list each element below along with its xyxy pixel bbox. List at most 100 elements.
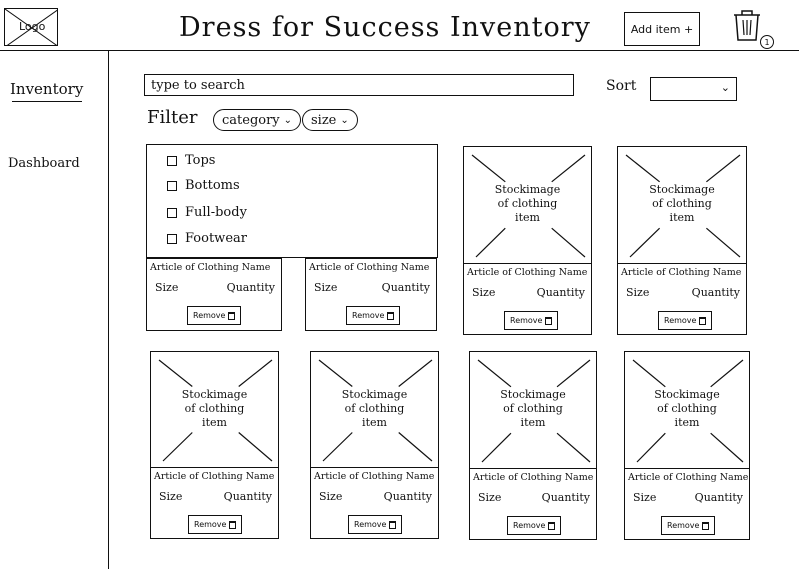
product-quantity: Quantity [541, 491, 590, 504]
remove-button[interactable]: Remove [346, 306, 401, 325]
product-card: Stockimage of clothing item Article of C… [310, 351, 439, 539]
trash-count-badge: 1 [760, 35, 774, 49]
image-caption-line: item [669, 210, 695, 224]
product-card: Stockimage of clothing item Article of C… [624, 351, 750, 540]
filter-category-label: category [222, 112, 280, 128]
product-name: Article of Clothing Name [150, 262, 271, 273]
search-input[interactable] [144, 74, 574, 96]
image-caption-line: Stockimage [649, 182, 715, 196]
option-label: Tops [185, 153, 216, 168]
product-size: Size [626, 286, 650, 299]
trash-icon [548, 521, 556, 530]
category-option-tops[interactable]: Tops [167, 153, 215, 168]
option-label: Footwear [185, 231, 247, 246]
product-info: Article of Clothing Name Size Quantity R… [147, 259, 281, 332]
product-quantity: Quantity [381, 281, 430, 294]
image-caption-line: Stockimage [181, 387, 248, 401]
sidebar-item-dashboard[interactable]: Dashboard [8, 156, 80, 171]
checkbox[interactable] [167, 207, 177, 218]
product-info: Article of Clothing Name Size Quantity R… [618, 263, 746, 337]
trash-icon [229, 520, 237, 529]
remove-label: Remove [667, 521, 700, 530]
category-option-bottoms[interactable]: Bottoms [167, 178, 240, 193]
image-caption-line: item [515, 210, 540, 224]
trash-icon [387, 311, 395, 320]
chevron-down-icon: ⌄ [340, 114, 349, 126]
image-caption-line: Stockimage [494, 182, 561, 196]
sidebar-item-inventory[interactable]: Inventory [10, 80, 84, 98]
checkbox[interactable] [167, 155, 177, 166]
product-size: Size [472, 286, 496, 299]
checkbox[interactable] [167, 233, 177, 244]
sort-label: Sort [606, 78, 637, 94]
remove-button[interactable]: Remove [658, 311, 713, 330]
logo-placeholder-icon [5, 9, 57, 45]
trash-icon [545, 316, 553, 325]
remove-button[interactable]: Remove [188, 515, 243, 534]
image-placeholder-icon [625, 154, 741, 258]
remove-button[interactable]: Remove [187, 306, 242, 325]
category-dropdown: Tops Bottoms Full-body Footwear [146, 144, 438, 258]
product-quantity: Quantity [223, 490, 272, 503]
checkbox[interactable] [167, 180, 177, 191]
filter-label: Filter [147, 107, 198, 128]
remove-button[interactable]: Remove [504, 311, 559, 330]
image-caption-line: of clothing [497, 196, 558, 210]
image-caption-line: item [202, 415, 227, 429]
remove-label: Remove [354, 520, 387, 529]
add-item-button[interactable]: Add item + [624, 12, 700, 46]
remove-button[interactable]: Remove [661, 516, 716, 535]
trash-icon [702, 521, 710, 530]
logo: Logo [4, 8, 58, 46]
category-option-footwear[interactable]: Footwear [167, 231, 247, 246]
product-info: Article of Clothing Name Size Quantity R… [625, 468, 749, 542]
product-size: Size [319, 490, 343, 503]
product-size: Size [478, 491, 502, 504]
product-name: Article of Clothing Name [314, 471, 435, 482]
product-card: Stockimage of clothing item Article of C… [150, 351, 279, 539]
remove-label: Remove [513, 521, 546, 530]
product-info: Article of Clothing Name Size Quantity R… [306, 259, 436, 332]
remove-button[interactable]: Remove [507, 516, 562, 535]
product-card: Stockimage of clothing item Article of C… [617, 146, 747, 335]
trash-icon [699, 316, 707, 325]
image-placeholder-icon [477, 359, 591, 463]
trash-icon [734, 10, 760, 41]
product-quantity: Quantity [691, 286, 740, 299]
remove-label: Remove [352, 311, 385, 320]
remove-label: Remove [510, 316, 543, 325]
option-label: Full-body [185, 205, 247, 220]
product-quantity: Quantity [226, 281, 275, 294]
product-size: Size [314, 281, 338, 294]
product-name: Article of Clothing Name [621, 267, 742, 278]
image-caption-line: of clothing [184, 401, 245, 415]
image-placeholder-icon [318, 359, 433, 462]
image-placeholder-icon [158, 359, 273, 462]
product-info: Article of Clothing Name Size Quantity R… [470, 468, 596, 542]
image-caption-line: of clothing [344, 401, 405, 415]
category-option-full-body[interactable]: Full-body [167, 205, 247, 220]
product-info: Article of Clothing Name Size Quantity R… [311, 467, 438, 541]
product-info: Article of Clothing Name Size Quantity R… [464, 263, 591, 337]
product-size: Size [155, 281, 179, 294]
product-image-placeholder: Stockimage of clothing item [464, 147, 591, 263]
filter-size-pill[interactable]: size ⌄ [302, 109, 358, 131]
product-name: Article of Clothing Name [628, 472, 749, 483]
product-card: Article of Clothing Name Size Quantity R… [305, 258, 437, 331]
filter-category-pill[interactable]: category ⌄ [213, 109, 302, 131]
product-name: Article of Clothing Name [467, 267, 588, 278]
trash-icon [228, 311, 236, 320]
image-placeholder-icon [471, 154, 586, 258]
image-caption-line: of clothing [652, 196, 712, 210]
remove-label: Remove [664, 316, 697, 325]
remove-label: Remove [193, 311, 226, 320]
product-card: Stockimage of clothing item Article of C… [463, 146, 592, 335]
sort-select[interactable]: ⌄ [650, 77, 737, 101]
product-name: Article of Clothing Name [473, 472, 594, 483]
image-caption-line: item [520, 415, 546, 429]
trash-bin-button[interactable] [731, 8, 763, 42]
image-placeholder-icon [632, 359, 744, 463]
product-size: Size [633, 491, 657, 504]
remove-button[interactable]: Remove [348, 515, 403, 534]
logo-text: Logo [19, 20, 46, 33]
